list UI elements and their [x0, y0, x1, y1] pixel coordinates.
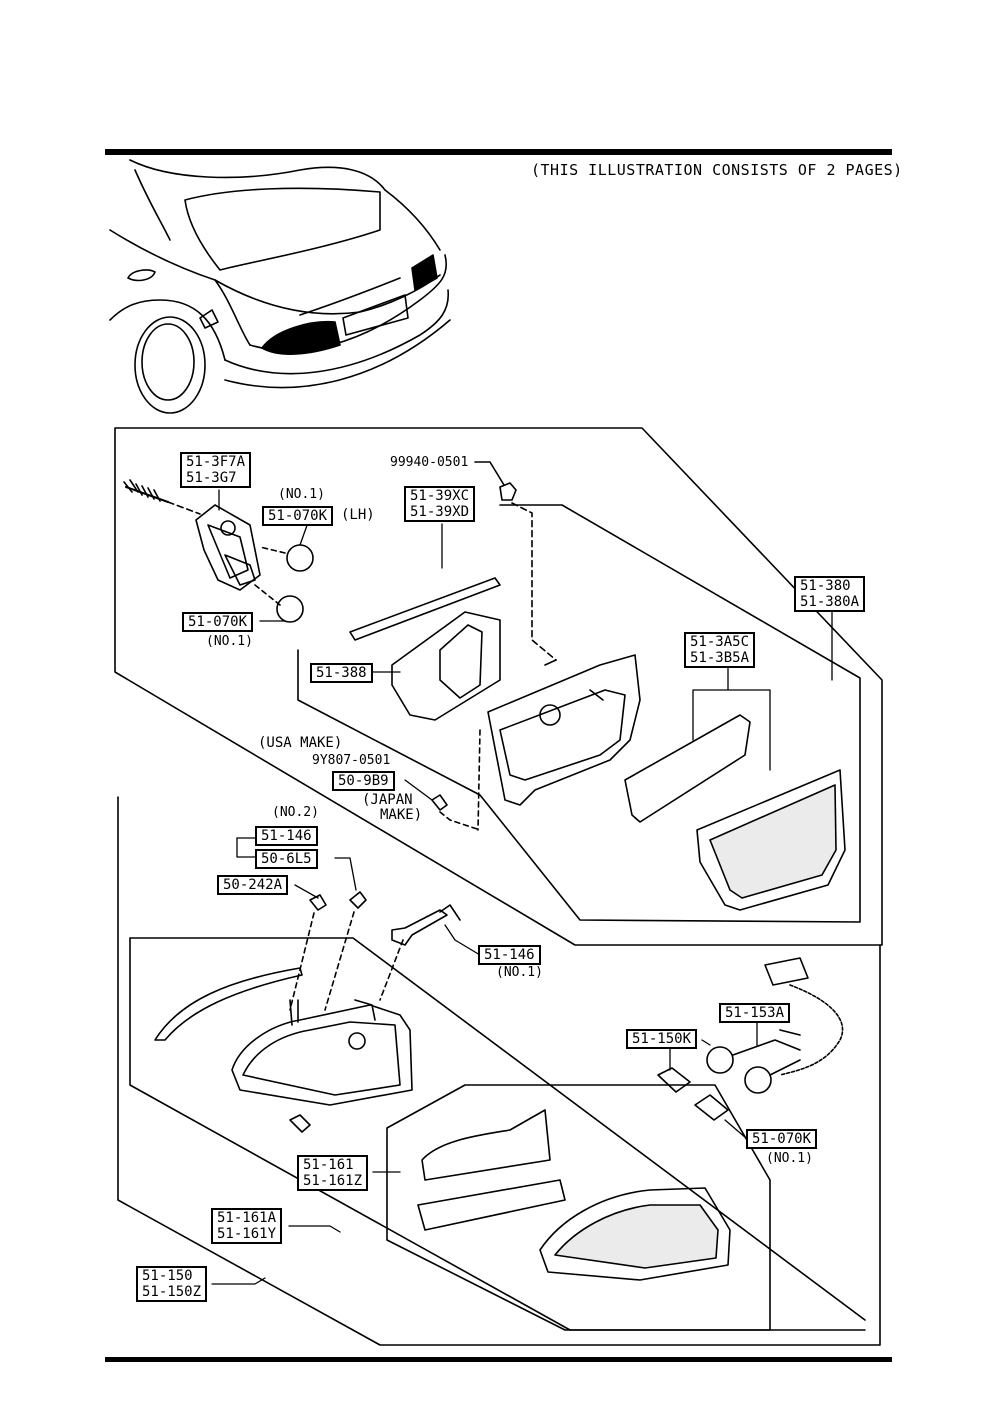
callout-51-070K-lh: 51-070K	[262, 506, 334, 526]
leader-lines	[212, 490, 832, 1284]
label-no1-mid: (NO.1)	[496, 965, 543, 980]
lower-lens-pieces	[418, 1110, 730, 1280]
label-no2: (NO.2)	[272, 805, 319, 820]
clip-and-screws	[290, 730, 480, 1010]
label-japan: (JAPAN	[362, 792, 413, 808]
socket-assembly	[124, 480, 313, 622]
callout-51-146-mid: 51-146	[478, 945, 541, 965]
frame-lens-group	[387, 1085, 770, 1330]
lamp-housing	[488, 655, 640, 805]
frame-lower	[118, 797, 880, 1345]
frame-lamp-housing	[298, 505, 860, 922]
callout-50-6L5: 50-6L5	[255, 849, 318, 869]
frame-upper	[115, 428, 882, 945]
lower-lamp-assembly	[155, 968, 412, 1132]
label-make: MAKE)	[380, 807, 423, 823]
page-note: (THIS ILLUSTRATION CONSISTS OF 2 PAGES)	[531, 161, 903, 179]
callout-51-153A: 51-153A	[719, 1003, 791, 1023]
upper-lens-pieces	[625, 715, 845, 910]
callout-50-9B9: 50-9B9	[332, 771, 395, 791]
label-9y807-0501: 9Y807-0501	[312, 753, 391, 768]
callout-50-242A: 50-242A	[217, 875, 289, 895]
callout-51-388: 51-388	[310, 663, 373, 683]
wiring-harness	[658, 958, 843, 1120]
callout-51-150K: 51-150K	[626, 1029, 698, 1049]
bottom-rule	[105, 1357, 892, 1362]
callout-51-070K-bot: 51-070K	[746, 1129, 818, 1149]
car-rear-illustration	[110, 160, 450, 413]
callout-51-146-top: 51-146	[255, 826, 318, 846]
top-rule	[105, 149, 892, 155]
label-usa-make: (USA MAKE)	[258, 735, 343, 751]
gasket-and-seal	[350, 578, 500, 720]
label-99940-0501: 99940-0501	[390, 455, 469, 470]
nut-99940	[475, 462, 556, 660]
label-no1-top: (NO.1)	[278, 487, 325, 502]
callout-51-070K-2: 51-070K	[182, 612, 254, 632]
label-no1-2: (NO.1)	[206, 634, 253, 649]
label-lh: (LH)	[341, 507, 375, 523]
label-no1-bot: (NO.1)	[766, 1151, 813, 1166]
